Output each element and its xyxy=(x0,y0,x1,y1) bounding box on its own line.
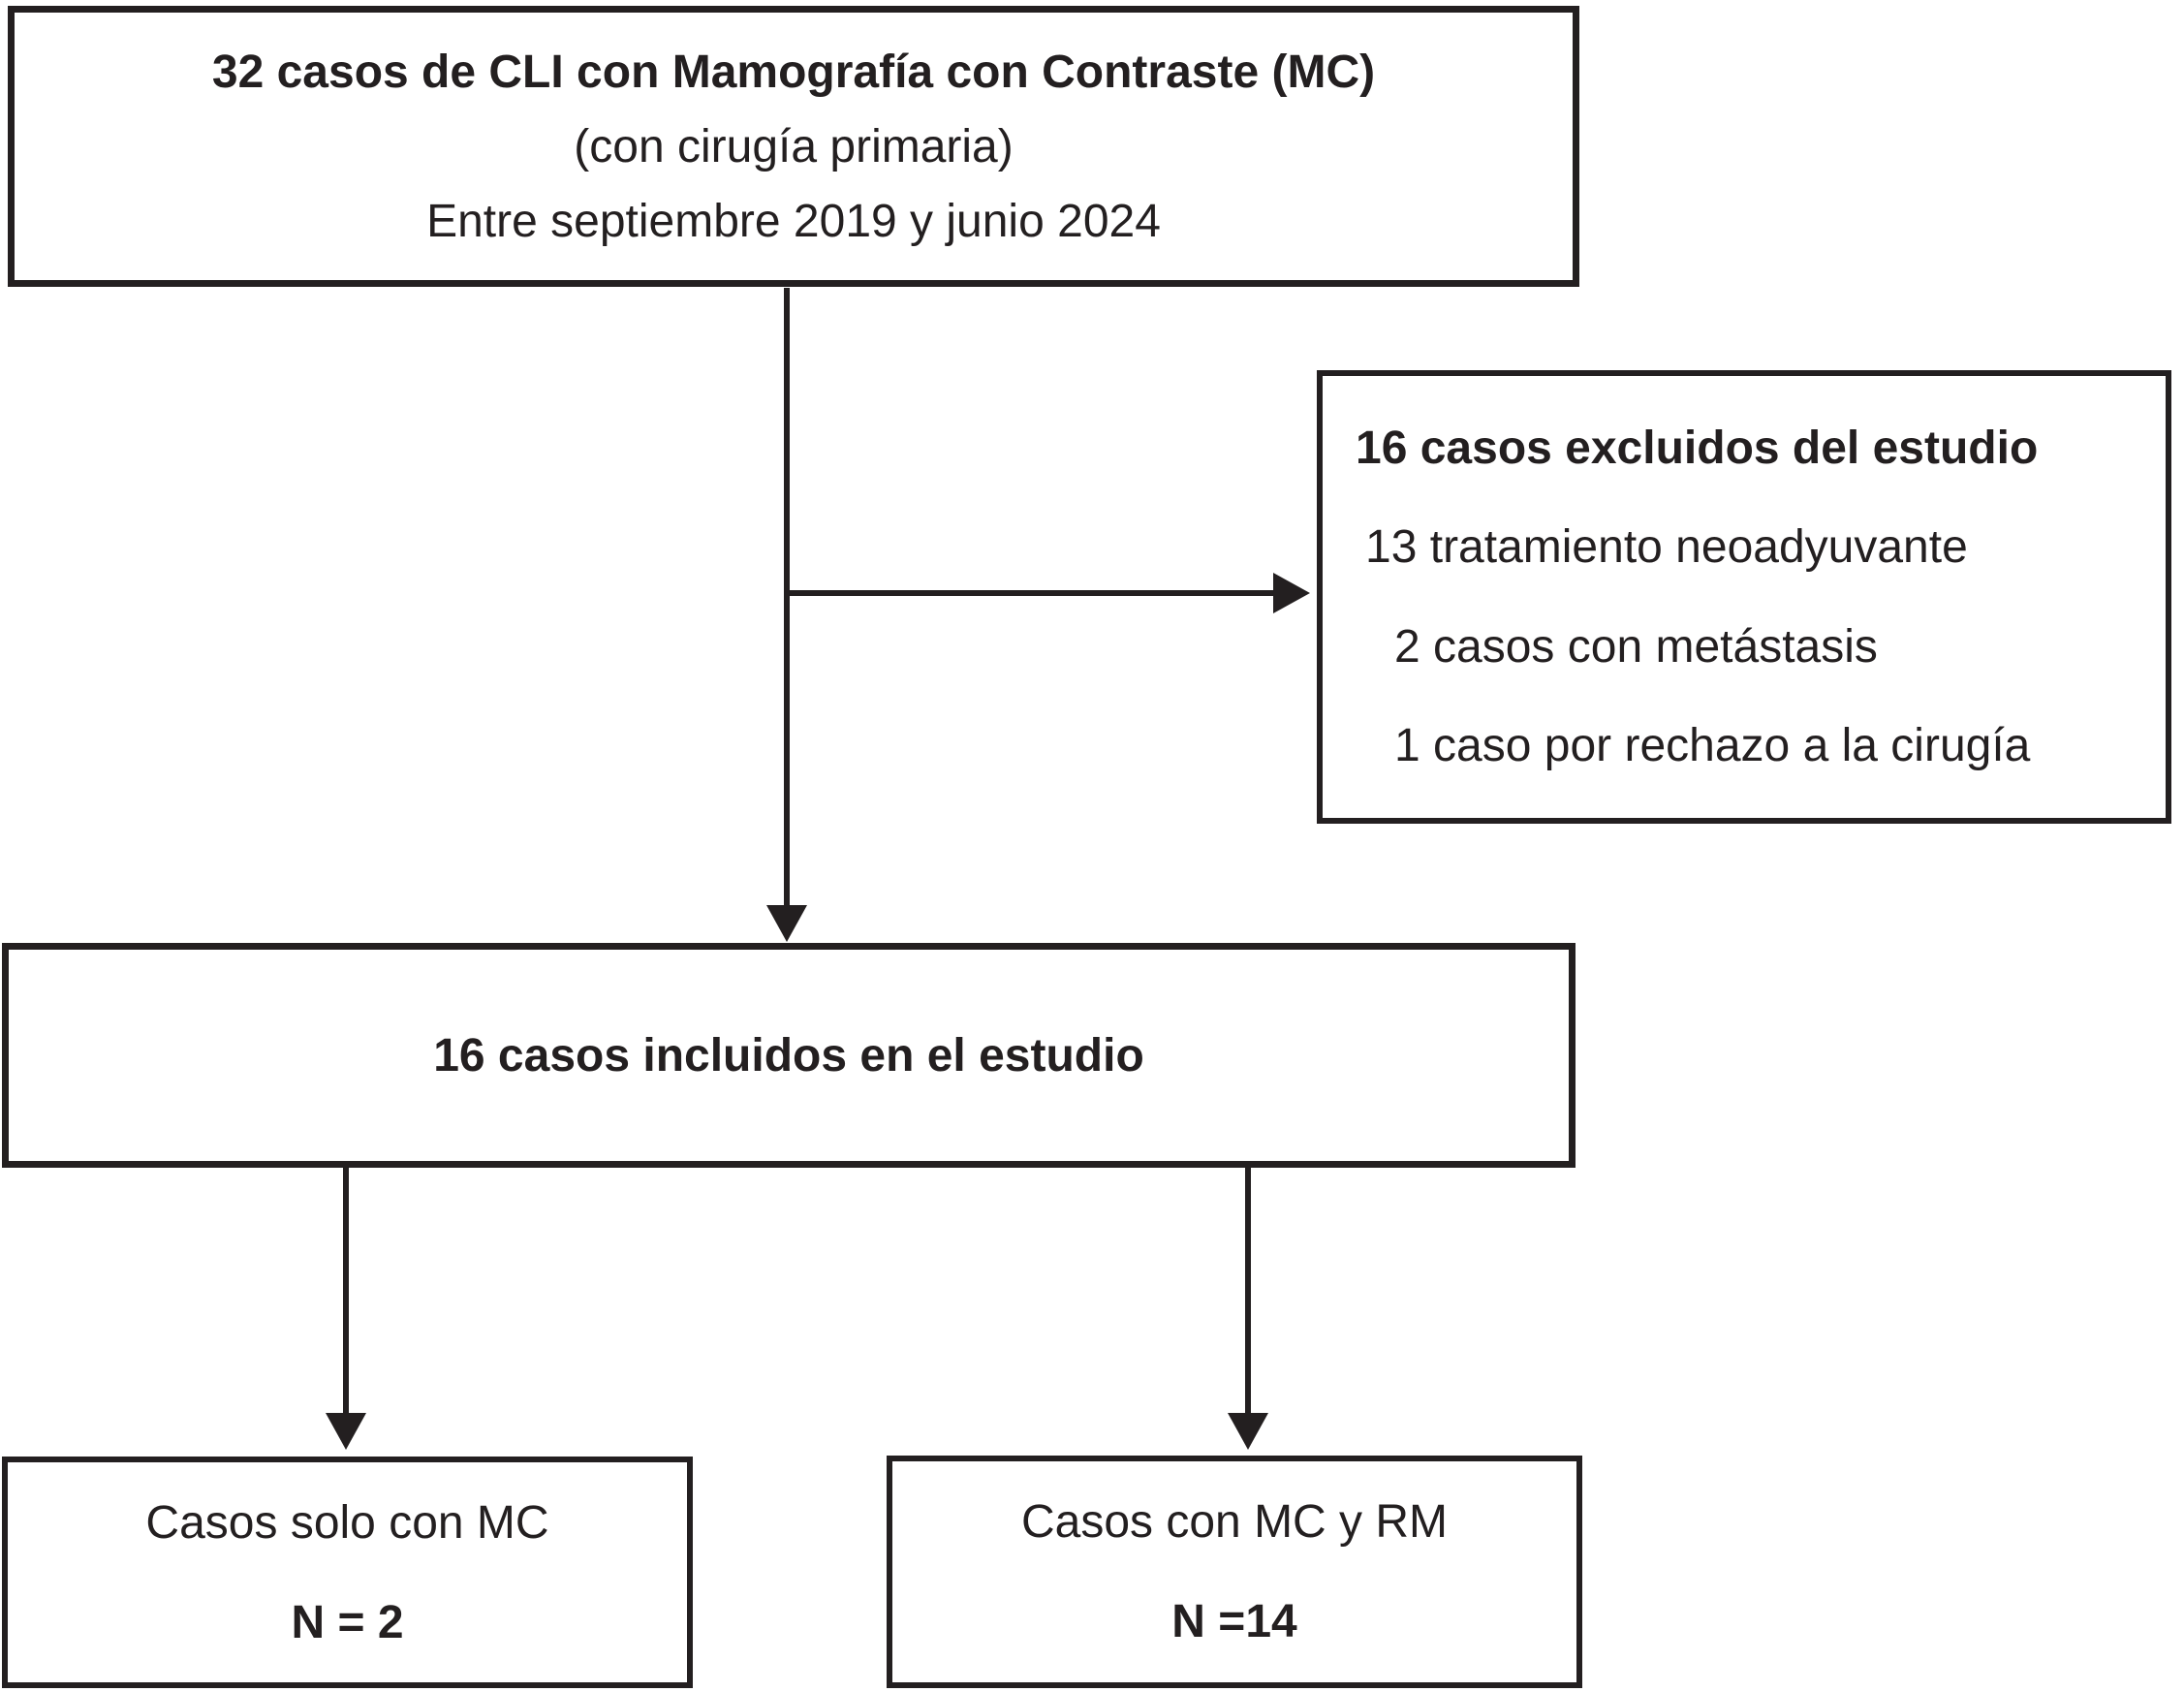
excluded-cases-box: 16 casos excluidos del estudio 13 tratam… xyxy=(1317,370,2171,824)
mc-rm-count: N =14 xyxy=(1171,1596,1297,1647)
mc-only-label: Casos solo con MC xyxy=(145,1496,549,1549)
arrow-included-to-mc-rm-line xyxy=(1245,1168,1251,1415)
initial-cases-box: 32 casos de CLI con Mamografía con Contr… xyxy=(8,6,1579,287)
excluded-reason-surgery-refusal: 1 caso por rechazo a la cirugía xyxy=(1394,719,2031,771)
initial-cases-title: 32 casos de CLI con Mamografía con Contr… xyxy=(211,46,1376,98)
included-cases-box: 16 casos incluidos en el estudio xyxy=(2,943,1576,1168)
mc-only-count: N = 2 xyxy=(291,1596,404,1648)
arrow-included-to-mc-only-line xyxy=(343,1168,349,1415)
arrow-initial-to-included-line xyxy=(784,288,790,907)
included-cases-label: 16 casos incluidos en el estudio xyxy=(433,1029,1144,1081)
excluded-cases-title: 16 casos excluidos del estudio xyxy=(1356,423,2039,475)
initial-cases-subtitle: (con cirugía primaria) xyxy=(574,120,1014,172)
mc-rm-box: Casos con MC y RM N =14 xyxy=(887,1456,1582,1688)
excluded-reason-metastasis: 2 casos con metástasis xyxy=(1394,620,1878,673)
arrowhead-right-icon xyxy=(1273,573,1310,613)
arrowhead-down-icon xyxy=(766,905,807,942)
arrowhead-down-icon xyxy=(1228,1413,1268,1450)
arrow-branch-to-excluded-line xyxy=(787,590,1275,596)
arrowhead-down-icon xyxy=(326,1413,366,1450)
mc-rm-label: Casos con MC y RM xyxy=(1020,1496,1449,1548)
excluded-reason-neoadjuvant: 13 tratamiento neoadyuvante xyxy=(1365,521,1968,574)
mc-only-box: Casos solo con MC N = 2 xyxy=(2,1457,693,1688)
initial-cases-period: Entre septiembre 2019 y junio 2024 xyxy=(426,195,1161,247)
